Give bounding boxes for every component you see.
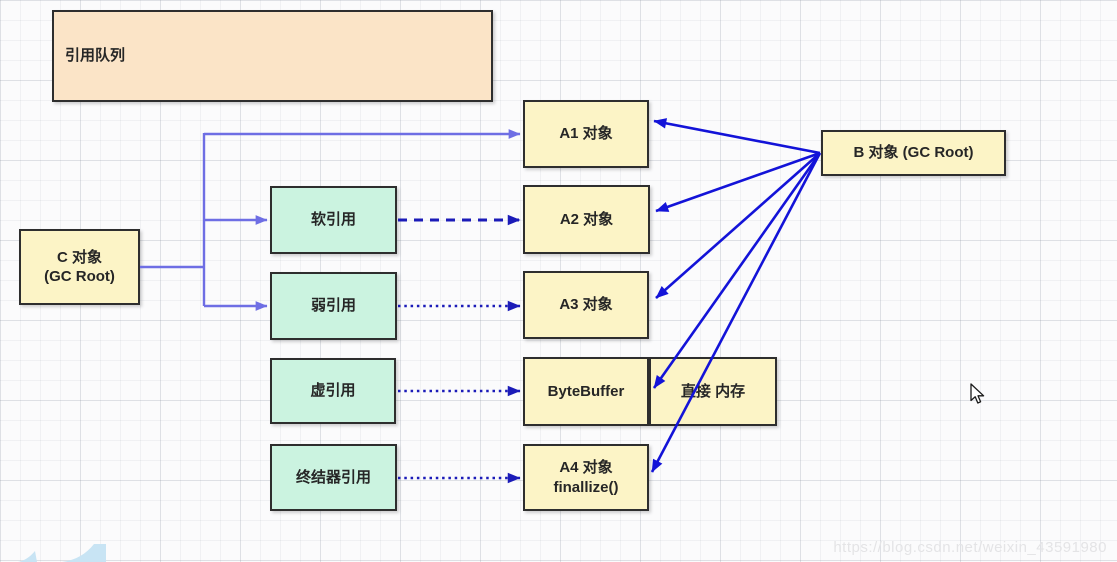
node-label: 软引用 (310, 211, 356, 229)
node-label: A3 对象 (559, 296, 613, 314)
watermark-logo-swoosh (18, 544, 106, 562)
node-finalizer-reference: 终结器引用 (270, 444, 397, 511)
node-label: 直接 内存 (680, 382, 746, 400)
mouse-cursor-icon (970, 383, 985, 404)
node-weak-reference: 弱引用 (270, 272, 397, 340)
node-b-object: B 对象 (GC Root) (821, 130, 1006, 176)
node-bytebuffer: ByteBuffer (523, 357, 649, 426)
node-a3-object: A3 对象 (523, 271, 649, 339)
node-phantom-reference: 虚引用 (270, 358, 396, 424)
node-a1-object: A1 对象 (523, 100, 649, 168)
node-soft-reference: 软引用 (270, 186, 397, 254)
node-label: 弱引用 (310, 297, 356, 315)
node-label: finallize() (553, 478, 619, 496)
node-label: 终结器引用 (295, 468, 371, 486)
node-label: ByteBuffer (547, 382, 625, 400)
node-a2-object: A2 对象 (523, 185, 650, 254)
node-label: 虚引用 (310, 382, 356, 400)
node-c-object: C 对象 (GC Root) (19, 229, 140, 305)
node-reference-queue: 引用队列 (52, 10, 493, 102)
node-label: A1 对象 (559, 125, 613, 143)
node-label: 引用队列 (65, 47, 126, 65)
node-direct-memory: 直接 内存 (649, 357, 777, 426)
node-label: A4 对象 (559, 459, 613, 476)
watermark-url: https://blog.csdn.net/weixin_43591980 (833, 539, 1107, 556)
node-a4-object: A4 对象 finallize() (523, 444, 649, 511)
node-label: (GC Root) (44, 268, 115, 285)
node-label: B 对象 (GC Root) (853, 144, 974, 162)
node-label: C 对象 (56, 248, 102, 266)
node-label: A2 对象 (559, 210, 614, 228)
